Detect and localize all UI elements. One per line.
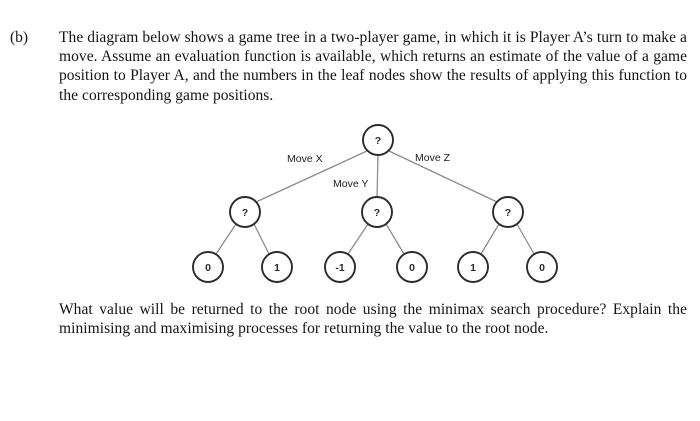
edge-label-move-y: Move Y: [333, 178, 368, 190]
leaf-node-5-circle: [457, 251, 489, 283]
leaf-node-2-label: 1: [274, 262, 280, 274]
edge-middle-to-leaf-1: [347, 223, 369, 255]
level2-node-left-label: ?: [242, 207, 248, 219]
edge-label-move-x: Move X: [287, 153, 323, 165]
leaf-node-2: 1: [261, 251, 293, 283]
question-part-label: (b): [10, 29, 29, 46]
level2-node-left: ?: [229, 196, 261, 228]
tree-edges-root: [255, 150, 498, 203]
edge-left-to-leaf-1: [215, 223, 237, 255]
level2-node-right-circle: [492, 196, 524, 228]
leaf-node-1: 0: [192, 251, 224, 283]
leaf-node-4-circle: [396, 251, 428, 283]
edge-right-to-leaf-1: [480, 223, 500, 255]
level2-node-right-label: ?: [505, 207, 511, 219]
edge-root-to-right: [388, 150, 498, 203]
level2-node-middle-label: ?: [374, 207, 380, 219]
edge-root-to-middle: [376, 154, 379, 198]
leaf-node-3-circle: [324, 251, 356, 283]
leaf-node-5: 1: [457, 251, 489, 283]
leaf-node-2-circle: [261, 251, 293, 283]
leaf-node-1-label: 0: [205, 262, 211, 274]
level2-node-middle: ?: [361, 196, 393, 228]
leaf-node-3-label: -1: [335, 262, 344, 274]
level2-node-middle-circle: [361, 196, 393, 228]
leaf-node-6: 0: [526, 251, 558, 283]
edge-middle-to-leaf-2: [385, 223, 405, 255]
leaf-node-6-circle: [526, 251, 558, 283]
leaf-node-5-label: 1: [470, 262, 476, 274]
question-paragraph-1: The diagram below shows a game tree in a…: [59, 29, 687, 104]
root-node: ?: [362, 124, 394, 156]
level2-node-left-circle: [229, 196, 261, 228]
leaf-node-4: 0: [396, 251, 428, 283]
leaf-node-1-circle: [192, 251, 224, 283]
edge-label-move-z: Move Z: [415, 152, 451, 164]
edge-root-to-left: [255, 150, 368, 203]
root-node-circle: [362, 124, 394, 156]
edge-right-to-leaf-2: [516, 223, 535, 255]
leaf-node-6-label: 0: [539, 262, 545, 274]
edge-left-to-leaf-2: [253, 223, 270, 255]
tree-edges-level2: [215, 223, 535, 255]
leaf-node-4-label: 0: [409, 262, 415, 274]
question-paragraph-2: What value will be returned to the root …: [59, 301, 687, 338]
leaf-node-3: -1: [324, 251, 356, 283]
root-node-label: ?: [375, 135, 381, 147]
level2-node-right: ?: [492, 196, 524, 228]
